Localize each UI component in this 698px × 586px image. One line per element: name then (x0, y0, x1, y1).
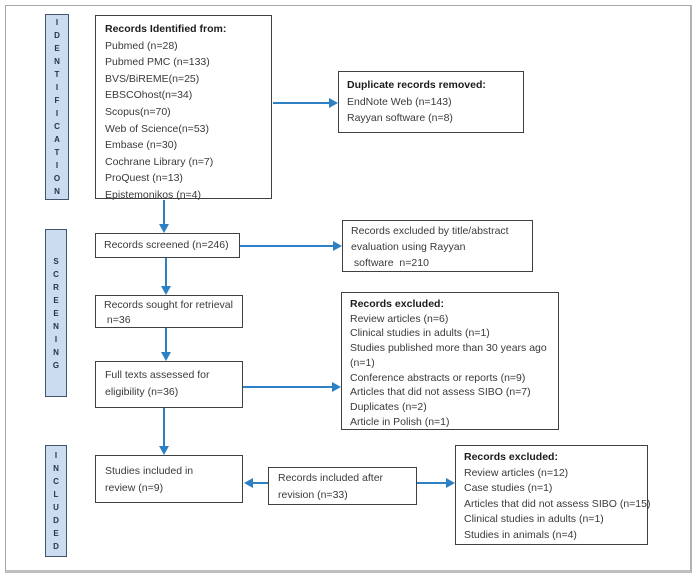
database-count: Epistemonikos (n=4) (105, 188, 202, 201)
assessed-text: Full texts assessed for (105, 369, 210, 381)
box-studies-included: Studies included in review (n=9) (95, 455, 243, 503)
sought-count: n=36 (104, 314, 131, 327)
included-count: review (n=9) (105, 481, 164, 494)
sought-text: Records sought for retrieval (104, 299, 233, 311)
exclusion-reason: Conference abstracts or reports (n=9) (350, 371, 526, 384)
box-excluded-title-abstract: Records excluded by title/abstract evalu… (342, 220, 533, 272)
tool-count: Rayyan software (n=8) (347, 112, 453, 125)
box-fulltexts-assessed: Full texts assessed for eligibility (n=3… (95, 361, 243, 408)
arrowhead-right-icon (332, 382, 341, 392)
box-title: Records Identified from: (105, 23, 227, 35)
box-records-excluded-fulltext: Records excluded: Review articles (n=6) … (341, 292, 559, 430)
exclusion-reason: (n=1) (350, 356, 375, 369)
arrow-line (240, 245, 333, 247)
box-records-screened: Records screened (n=246) (95, 233, 240, 258)
box-title: Records excluded: (464, 451, 558, 463)
box-duplicates-removed: Duplicate records removed: EndNote Web (… (338, 71, 524, 133)
assessed-count: eligibility (n=36) (105, 385, 179, 398)
database-count: Scopus(n=70) (105, 105, 171, 118)
revision-count: revision (n=33) (278, 488, 348, 501)
exclusion-reason: Articles that did not assess SIBO (n=7) (350, 386, 531, 399)
arrowhead-right-icon (329, 98, 338, 108)
database-count: BVS/BiREME(n=25) (105, 72, 200, 85)
exclusion-reason: Case studies (n=1) (464, 482, 553, 495)
arrow-line (163, 200, 165, 224)
arrowhead-down-icon (159, 446, 169, 455)
arrowhead-down-icon (161, 352, 171, 361)
tool-count: EndNote Web (n=143) (347, 95, 452, 108)
database-count: Embase (n=30) (105, 139, 178, 152)
exclusion-reason: Review articles (n=6) (350, 312, 449, 325)
box-records-sought: Records sought for retrieval n=36 (95, 295, 243, 328)
stage-label-included: I N C L U D E D (45, 445, 67, 557)
exclusion-text: software n=210 (351, 257, 429, 269)
stage-label-identification: I D E N T I F I C A T I O N (45, 14, 69, 200)
revision-text: Records included after (278, 472, 384, 484)
included-text: Studies included in (105, 465, 194, 477)
exclusion-reason: Clinical studies in adults (n=1) (464, 513, 604, 526)
arrow-line (253, 482, 268, 484)
arrow-line (163, 408, 165, 446)
database-count: EBSCOhost(n=34) (105, 89, 193, 102)
database-count: Web of Science(n=53) (105, 122, 209, 135)
exclusion-text: evaluation using Rayyan (351, 241, 466, 253)
exclusion-reason: Clinical studies in adults (n=1) (350, 327, 490, 340)
database-count: Cochrane Library (n=7) (105, 155, 214, 168)
arrow-line (165, 258, 167, 286)
arrow-line (243, 386, 332, 388)
arrow-line (417, 482, 446, 484)
arrowhead-right-icon (446, 478, 455, 488)
exclusion-reason: Duplicates (n=2) (350, 400, 427, 413)
stage-label-screening: S C R E E N I N G (45, 229, 67, 397)
box-records-excluded-revision: Records excluded: Review articles (n=12)… (455, 445, 651, 545)
exclusion-text: Records excluded by title/abstract (351, 225, 509, 237)
outer-frame (5, 5, 692, 573)
exclusion-reason: Articles that did not assess SIBO (n=15) (464, 497, 651, 510)
exclusion-reason: Article in Polish (n=1) (350, 415, 450, 428)
box-title: Records excluded: (350, 298, 444, 310)
database-count: Pubmed PMC (n=133) (105, 56, 210, 69)
box-records-identified: Records Identified from: Pubmed (n=28) P… (95, 15, 272, 201)
arrowhead-down-icon (161, 286, 171, 295)
box-records-after-revision: Records included after revision (n=33) (268, 467, 417, 505)
exclusion-reason: Review articles (n=12) (464, 466, 569, 479)
database-count: Pubmed (n=28) (105, 39, 178, 52)
exclusion-reason: Studies in animals (n=4) (464, 528, 577, 541)
arrowhead-down-icon (159, 224, 169, 233)
arrowhead-right-icon (333, 241, 342, 251)
arrowhead-left-icon (244, 478, 253, 488)
database-count: ProQuest (n=13) (105, 172, 183, 185)
screened-count: Records screened (n=246) (104, 239, 229, 251)
arrow-line (165, 328, 167, 352)
exclusion-reason: Studies published more than 30 years ago (350, 342, 547, 355)
arrow-line (273, 102, 329, 104)
box-title: Duplicate records removed: (347, 79, 486, 91)
